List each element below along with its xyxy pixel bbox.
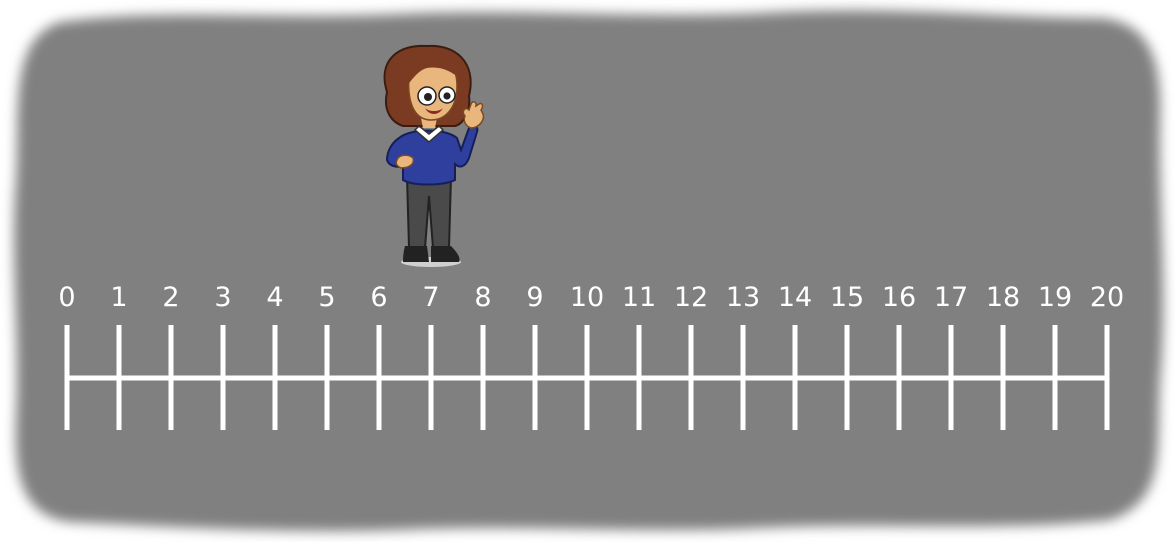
tick-label-17: 17 <box>934 282 968 313</box>
tick-label-3: 3 <box>214 282 231 313</box>
tick-label-19: 19 <box>1038 282 1072 313</box>
tick-label-11: 11 <box>622 282 656 313</box>
tick-label-16: 16 <box>882 282 916 313</box>
tick-label-10: 10 <box>570 282 604 313</box>
tick-label-7: 7 <box>422 282 439 313</box>
tick-label-12: 12 <box>674 282 708 313</box>
tick-label-2: 2 <box>162 282 179 313</box>
tick-label-8: 8 <box>474 282 491 313</box>
tick-label-4: 4 <box>266 282 283 313</box>
tick-label-18: 18 <box>986 282 1020 313</box>
tick-label-6: 6 <box>370 282 387 313</box>
tick-label-1: 1 <box>110 282 127 313</box>
tick-label-0: 0 <box>58 282 75 313</box>
board-background <box>14 10 1163 531</box>
tick-label-13: 13 <box>726 282 760 313</box>
tick-label-15: 15 <box>830 282 864 313</box>
tick-label-5: 5 <box>318 282 335 313</box>
tick-label-14: 14 <box>778 282 812 313</box>
tick-label-20: 20 <box>1090 282 1124 313</box>
tick-label-9: 9 <box>526 282 543 313</box>
